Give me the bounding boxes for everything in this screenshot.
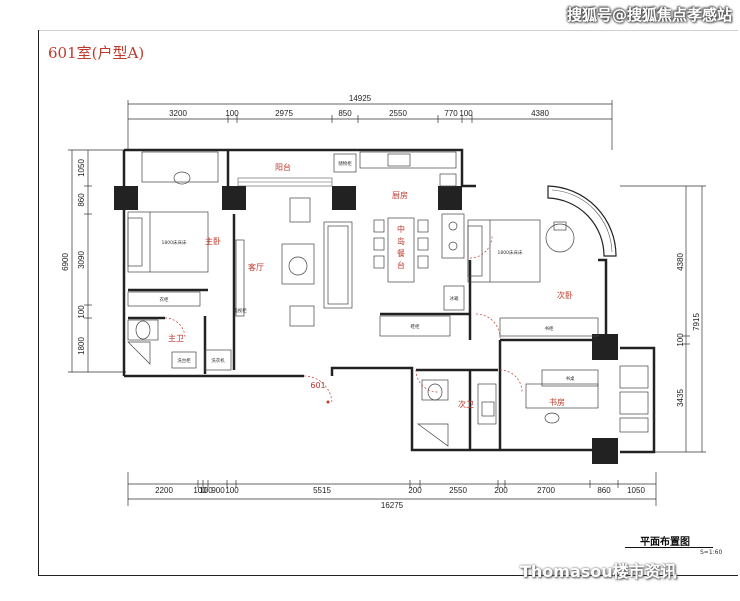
room-master-bath: 主卫 <box>168 333 184 343</box>
room-island-3: 餐 <box>397 249 405 258</box>
dim-bottom-6: 200 <box>408 486 422 495</box>
dim-bottom-5: 5515 <box>313 486 331 495</box>
label-bookshelf: 书柜 <box>545 325 554 332</box>
dim-bottom-1: 100 <box>193 486 207 495</box>
watermark-bottom: Thomasou楼市资讯 <box>520 562 677 581</box>
dim-bottom-7: 2550 <box>449 486 467 495</box>
room-study: 书房 <box>549 397 565 407</box>
frame-top-line <box>38 30 738 31</box>
legend-scale: S=1:60 <box>700 549 723 556</box>
columns <box>114 186 618 464</box>
dim-bottom-8: 200 <box>494 486 508 495</box>
dim-right-3: 3435 <box>676 389 685 407</box>
label-tv: 电视柜 <box>233 307 247 314</box>
dim-left-2: 3090 <box>77 251 86 269</box>
dim-bottom-2: 100 <box>199 486 213 495</box>
dim-top-2: 2975 <box>275 109 293 118</box>
label-bed2: 1800床床床 <box>498 249 523 256</box>
dim-bottom-0: 2200 <box>155 486 173 495</box>
dim-right-2: 100 <box>676 333 685 347</box>
dim-bottom-total: 16275 <box>381 501 404 510</box>
door-swings <box>164 235 523 405</box>
dim-left-0: 1050 <box>77 159 86 177</box>
room-balcony: 阳台 <box>275 162 291 172</box>
room-second: 次卧 <box>557 290 573 300</box>
legend-underline <box>625 547 713 548</box>
bay-window <box>547 185 617 257</box>
watermark-top: 搜狐号@搜狐焦点孝感站 <box>566 6 732 24</box>
dim-left-1: 860 <box>77 193 86 207</box>
label-bed1: 1800床床床 <box>162 239 187 246</box>
label-wardrobe: 衣柜 <box>160 296 169 303</box>
label-shoe: 鞋柜 <box>411 323 420 330</box>
label-fridge: 冰箱 <box>450 295 459 302</box>
walls <box>122 148 656 454</box>
label-desk: 书桌 <box>566 375 575 382</box>
label-sink: 洗台柜 <box>177 357 191 364</box>
room-entry: 601 <box>310 381 325 390</box>
room-kitchen: 厨房 <box>392 190 408 200</box>
room-island-2: 岛 <box>397 236 405 246</box>
plan-title: 601室(户型A) <box>48 44 145 62</box>
room-living: 客厅 <box>248 262 264 272</box>
dim-bottom-10: 860 <box>597 486 611 495</box>
dim-top-6: 100 <box>459 109 473 118</box>
dim-right-0: 4380 <box>676 253 685 271</box>
room-master: 主卧 <box>205 236 221 246</box>
room-island-1: 中 <box>397 224 405 234</box>
dim-left-3: 6900 <box>61 253 70 271</box>
dim-top-5: 770 <box>444 109 458 118</box>
dim-top-0: 3200 <box>169 109 187 118</box>
dim-bottom-9: 2700 <box>537 486 555 495</box>
dim-left-4: 100 <box>77 305 86 319</box>
label-cabinet: 储物柜 <box>338 160 352 167</box>
left-dimensions <box>68 149 126 373</box>
dim-bottom-4: 100 <box>225 486 239 495</box>
dim-top-total: 14925 <box>349 94 372 103</box>
dim-left-5: 1800 <box>77 337 86 355</box>
room-island-4: 台 <box>397 260 405 270</box>
dim-bottom-11: 1050 <box>627 486 645 495</box>
dim-top-7: 4380 <box>531 109 549 118</box>
top-dimensions <box>127 100 613 150</box>
furniture <box>127 151 649 447</box>
dim-bottom-3: 900 <box>211 486 225 495</box>
frame-bottom-line <box>38 575 738 576</box>
dim-top-3: 850 <box>338 109 352 118</box>
label-washer: 洗衣机 <box>211 357 225 364</box>
legend-title: 平面布置图 <box>640 537 690 548</box>
dim-right-1: 7915 <box>692 313 701 331</box>
frame-left-line <box>38 30 39 575</box>
dim-top-1: 100 <box>225 109 239 118</box>
dim-top-4: 2550 <box>389 109 407 118</box>
room-second-bath: 次卫 <box>458 399 474 409</box>
bottom-dimensions <box>127 472 657 506</box>
